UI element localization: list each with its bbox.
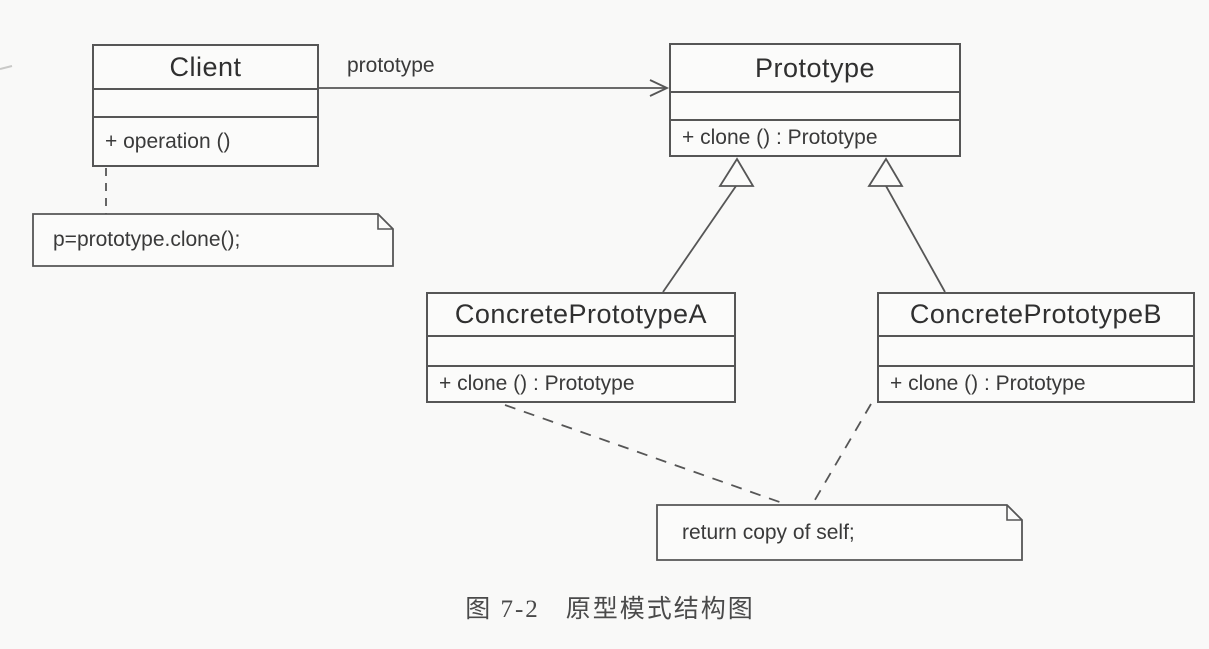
figure-caption: 图 7-2 原型模式结构图 — [390, 589, 830, 625]
class-title-client: Client — [94, 46, 317, 90]
class-methods-concrete-prototype-a: + clone () : Prototype — [439, 372, 635, 395]
class-title-prototype: Prototype — [671, 45, 959, 93]
note-clone-fold-icon — [1006, 505, 1022, 521]
class-box-prototype: Prototype + clone () : Prototype — [669, 43, 961, 157]
note-client-text: p=prototype.clone(); — [53, 228, 241, 251]
class-methods-concrete-prototype-b: + clone () : Prototype — [890, 372, 1086, 395]
class-methods-client: + operation () — [105, 129, 231, 153]
association-open-arrowhead-icon — [649, 79, 670, 97]
note-clone-shape — [656, 504, 1023, 561]
figure-caption-title: 原型模式结构图 — [565, 596, 755, 623]
inheritance-triangle-b-icon — [867, 157, 904, 187]
note-link-concrete-a — [504, 404, 789, 506]
note-link-concrete-b — [811, 403, 872, 506]
class-attributes-prototype — [671, 93, 959, 121]
class-box-concrete-prototype-a: ConcretePrototypeA + clone () : Prototyp… — [426, 292, 736, 403]
class-methods-prototype: + clone () : Prototype — [682, 126, 878, 149]
note-clone-text: return copy of self; — [682, 521, 855, 544]
inheritance-triangle-a-icon — [718, 157, 755, 187]
note-client-fold-icon — [377, 214, 393, 230]
inheritance-line-a — [662, 185, 737, 293]
association-label: prototype — [347, 54, 435, 77]
note-client-shape — [32, 213, 394, 267]
class-box-client: Client + operation () — [92, 44, 319, 167]
class-attributes-concrete-prototype-a — [428, 337, 734, 367]
class-attributes-client — [94, 90, 317, 118]
inheritance-line-b — [885, 185, 946, 293]
class-title-concrete-prototype-b: ConcretePrototypeB — [879, 294, 1193, 337]
scan-artifact — [0, 65, 13, 70]
figure-caption-label: 图 7-2 — [465, 596, 540, 623]
class-box-concrete-prototype-b: ConcretePrototypeB + clone () : Prototyp… — [877, 292, 1195, 403]
class-title-concrete-prototype-a: ConcretePrototypeA — [428, 294, 734, 337]
class-attributes-concrete-prototype-b — [879, 337, 1193, 367]
